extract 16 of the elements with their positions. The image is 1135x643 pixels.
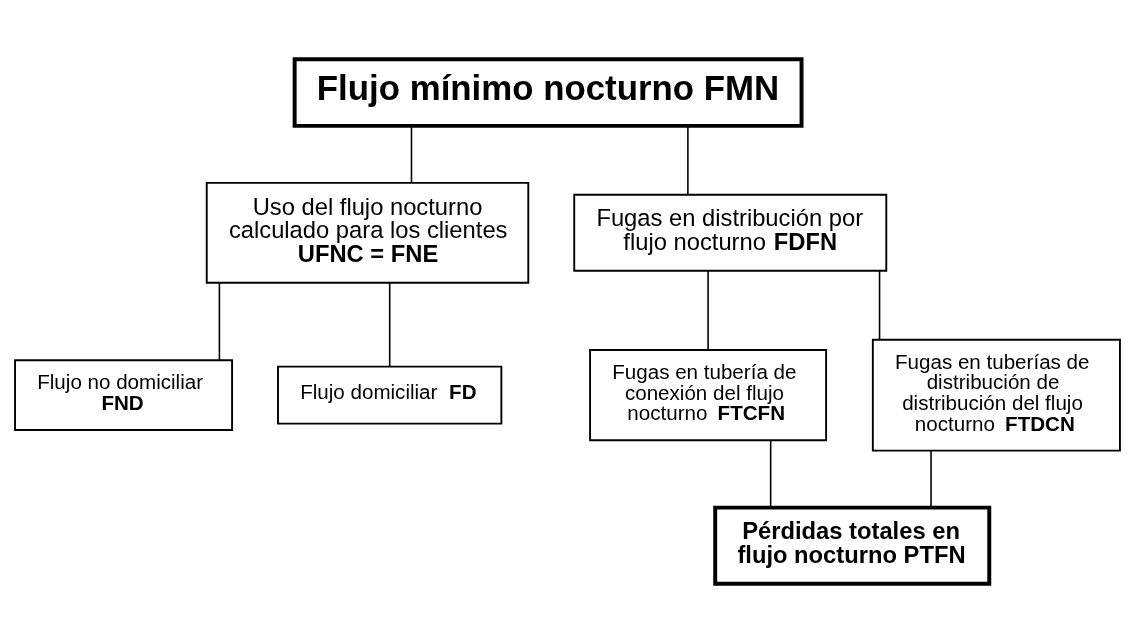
connector [218, 282, 221, 361]
node-box: Flujo no domiciliar FND [14, 359, 233, 431]
node-box: Pérdidas totales en flujo nocturno PTFN [713, 505, 992, 586]
node-box: Fugas en tubería de conexión del flujo nocturno FTCFN [589, 349, 828, 442]
connector [707, 270, 709, 351]
node-box: Uso del flujo nocturno calculado para los clientes UFNC = FNE [205, 181, 530, 284]
node-box: Fugas en distribución por flujo nocturno FDFN [573, 193, 888, 272]
node-box: Fugas en tuberías de distribución de distribución del flujo nocturno FTDCN [871, 338, 1121, 452]
connector [687, 125, 689, 196]
node-box: Flujo mínimo nocturno FMN [292, 57, 804, 128]
connector [388, 282, 391, 368]
connector [410, 125, 413, 184]
connector [769, 439, 772, 508]
node-box: Flujo domiciliar FD [277, 365, 503, 425]
connector [930, 449, 932, 509]
connector [878, 270, 881, 341]
